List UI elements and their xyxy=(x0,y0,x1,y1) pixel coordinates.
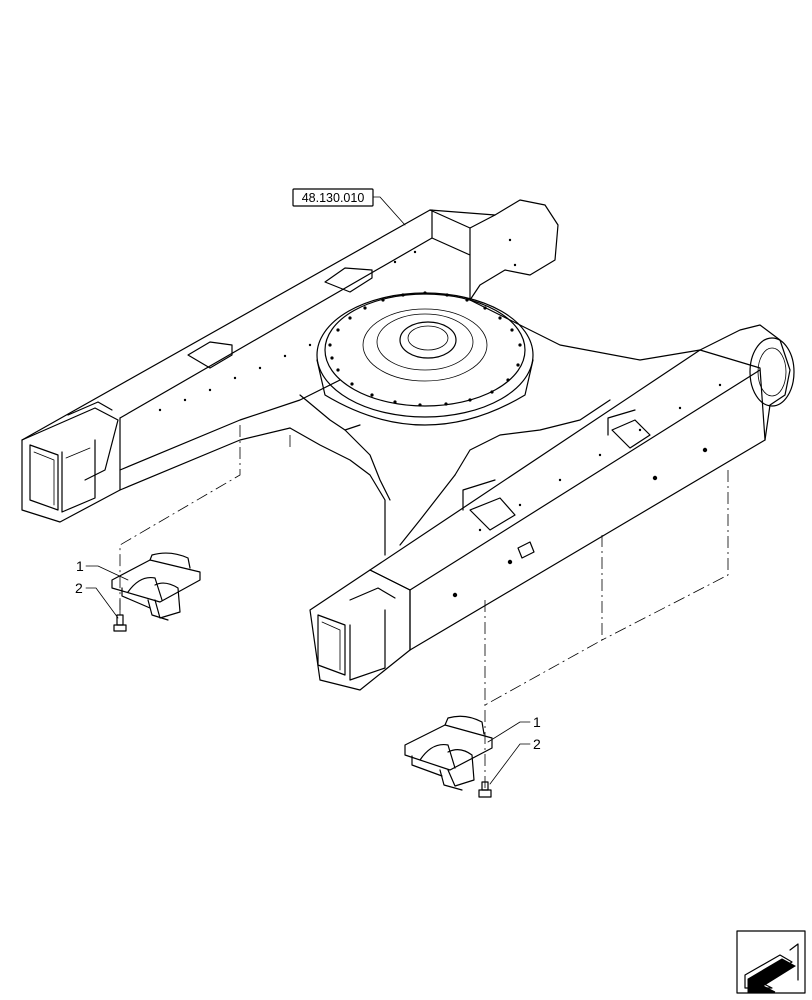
callout-left-bolt[interactable]: 2 xyxy=(75,580,119,619)
next-page-arrow-icon[interactable] xyxy=(736,930,806,994)
reference-label: 48.130.010 xyxy=(302,191,365,205)
svg-text:2: 2 xyxy=(533,736,541,752)
svg-text:2: 2 xyxy=(75,580,83,596)
svg-text:1: 1 xyxy=(76,558,84,574)
undercarriage-frame xyxy=(21,199,795,691)
reference-label-box[interactable]: 48.130.010 xyxy=(292,188,406,226)
callout-right-part[interactable]: 1 xyxy=(487,714,541,743)
left-bracket-assembly xyxy=(111,552,201,632)
callout-left-part[interactable]: 1 xyxy=(76,558,129,581)
frame-bolt-holes xyxy=(158,238,722,598)
callout-right-bolt[interactable]: 2 xyxy=(489,736,541,785)
bearing-bolt-holes xyxy=(328,291,522,407)
svg-text:1: 1 xyxy=(533,714,541,730)
assembly-lines xyxy=(119,425,729,790)
right-bracket-assembly xyxy=(404,715,493,798)
